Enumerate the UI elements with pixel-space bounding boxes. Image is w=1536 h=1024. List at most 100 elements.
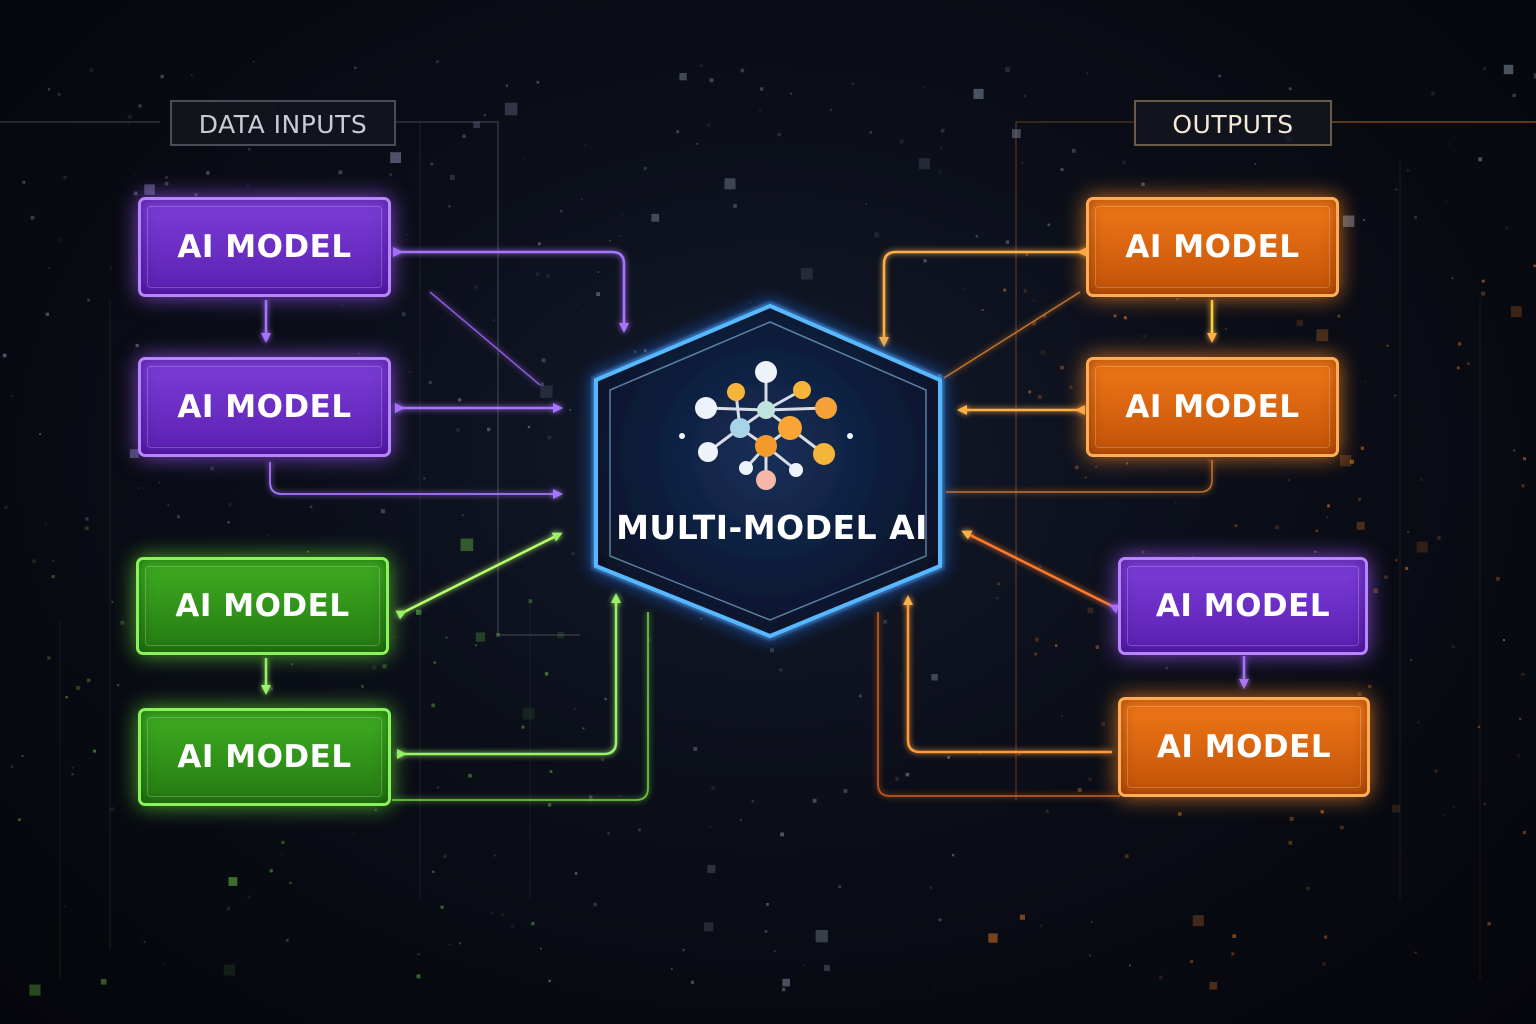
background-dot bbox=[1025, 253, 1028, 256]
background-dot bbox=[380, 509, 386, 514]
background-dot bbox=[93, 749, 96, 753]
background-dot bbox=[143, 941, 146, 943]
background-dot bbox=[1288, 87, 1292, 91]
ai-model-green-2[interactable]: AI MODEL bbox=[138, 708, 391, 806]
background-dot bbox=[1075, 465, 1079, 470]
arrow-orange2-loop bbox=[946, 460, 1213, 493]
background-dot bbox=[1522, 831, 1526, 835]
background-dot bbox=[895, 777, 899, 781]
background-dot bbox=[248, 148, 251, 151]
background-dot bbox=[431, 703, 435, 708]
background-dot bbox=[120, 620, 125, 625]
background-dot bbox=[57, 93, 61, 96]
background-dot bbox=[604, 697, 607, 701]
background-dot bbox=[109, 266, 113, 270]
background-dot bbox=[417, 953, 420, 956]
background-dot bbox=[21, 755, 24, 757]
background-dot bbox=[85, 517, 89, 521]
background-dot bbox=[1039, 924, 1044, 928]
background-dot bbox=[1314, 550, 1317, 553]
background-dot bbox=[1357, 692, 1362, 696]
background-dot bbox=[693, 747, 698, 751]
background-dot bbox=[1505, 226, 1509, 230]
background-dot bbox=[138, 104, 142, 108]
background-dot bbox=[44, 522, 48, 526]
background-dot bbox=[1165, 667, 1168, 670]
background-dot bbox=[638, 828, 641, 832]
ai-model-purple-1[interactable]: AI MODEL bbox=[138, 197, 391, 297]
background-dot bbox=[540, 385, 553, 398]
ai-model-orange-1[interactable]: AI MODEL bbox=[1086, 197, 1339, 297]
background-dot bbox=[1340, 455, 1352, 467]
ai-model-purple-right[interactable]: AI MODEL bbox=[1118, 557, 1368, 655]
background-dot bbox=[51, 575, 55, 579]
background-dot bbox=[1360, 446, 1365, 450]
background-dot bbox=[165, 175, 169, 179]
background-dot bbox=[440, 905, 444, 909]
background-dot bbox=[84, 526, 89, 531]
ai-model-green-1[interactable]: AI MODEL bbox=[136, 557, 389, 655]
arrow-purple1-to-hub bbox=[393, 247, 629, 333]
ai-model-orange-3[interactable]: AI MODEL bbox=[1118, 697, 1370, 797]
background-dot bbox=[47, 88, 50, 91]
background-dot bbox=[1434, 769, 1438, 773]
background-dot bbox=[1019, 914, 1025, 920]
background-dot bbox=[1420, 478, 1423, 481]
background-dot bbox=[1417, 721, 1420, 724]
arrow-orange3-loop bbox=[877, 612, 1120, 797]
background-dot bbox=[938, 918, 942, 922]
background-dot bbox=[450, 175, 455, 180]
background-dot bbox=[1451, 645, 1455, 649]
background-dot bbox=[374, 808, 377, 812]
background-dot bbox=[1174, 501, 1177, 504]
background-dot bbox=[1069, 385, 1073, 389]
background-dot bbox=[504, 102, 518, 116]
background-dot bbox=[45, 312, 49, 316]
background-dot bbox=[773, 949, 776, 953]
background-dot bbox=[724, 178, 736, 190]
arrow-orange3-hub bbox=[903, 595, 1112, 754]
arrow-green2-loop bbox=[392, 612, 649, 801]
background-dot bbox=[129, 449, 139, 458]
background-dot bbox=[475, 644, 477, 647]
background-dot bbox=[709, 78, 714, 83]
background-dot bbox=[1090, 921, 1093, 923]
background-dot bbox=[1516, 754, 1521, 758]
background-dot bbox=[905, 772, 910, 777]
ai-model-label: AI MODEL bbox=[1125, 229, 1300, 265]
background-dot bbox=[286, 939, 289, 942]
background-dot bbox=[1395, 188, 1398, 191]
background-dot bbox=[127, 114, 132, 119]
background-dot bbox=[423, 477, 426, 480]
arrow-orange1-hub bbox=[879, 247, 1087, 347]
background-dot bbox=[76, 685, 81, 690]
background-dot bbox=[1521, 672, 1525, 676]
background-dot bbox=[133, 191, 138, 196]
background-dot bbox=[777, 133, 781, 137]
background-dot bbox=[460, 538, 474, 552]
background-dot bbox=[851, 82, 855, 85]
background-dot bbox=[536, 272, 540, 276]
background-dot bbox=[601, 758, 604, 761]
background-dot bbox=[401, 312, 406, 317]
ai-model-purple-2[interactable]: AI MODEL bbox=[138, 357, 391, 457]
background-circuit-lines bbox=[0, 121, 1536, 980]
background-dot bbox=[2, 353, 7, 358]
background-dot bbox=[1055, 644, 1058, 647]
background-dot bbox=[52, 560, 55, 562]
ai-model-orange-2[interactable]: AI MODEL bbox=[1086, 357, 1339, 457]
background-dot bbox=[549, 770, 553, 773]
background-dot bbox=[1467, 362, 1470, 365]
ai-model-label: AI MODEL bbox=[177, 389, 352, 425]
background-dot bbox=[1503, 64, 1514, 75]
background-dot bbox=[596, 292, 600, 296]
ai-model-label: AI MODEL bbox=[177, 739, 352, 775]
background-dot bbox=[474, 285, 478, 289]
background-dot bbox=[1322, 962, 1326, 966]
background-dot bbox=[64, 905, 67, 908]
background-dot bbox=[527, 425, 531, 429]
background-dot bbox=[1342, 215, 1355, 227]
background-dot bbox=[1254, 163, 1256, 165]
background-dot bbox=[435, 60, 440, 64]
